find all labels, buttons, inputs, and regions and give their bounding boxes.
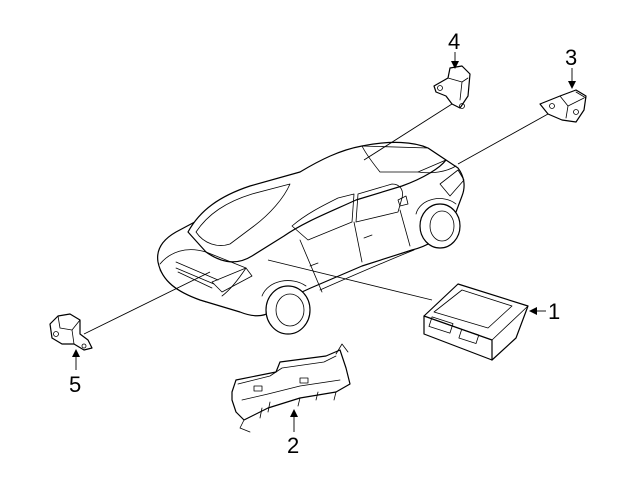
callout-label-1: 1	[548, 299, 560, 324]
leader-lines	[83, 103, 549, 335]
callout-label-3: 3	[565, 45, 577, 70]
callout-arrows	[72, 52, 576, 432]
callout-label-4: 4	[448, 29, 460, 54]
callout-label-2: 2	[287, 433, 299, 458]
mounting-bracket-part	[231, 343, 351, 433]
sedan-illustration	[157, 141, 465, 335]
sensor-part-5	[49, 313, 93, 351]
sensor-part-3	[539, 89, 587, 123]
control-module-part	[423, 283, 529, 361]
callout-label-5: 5	[69, 372, 81, 397]
sensor-part-4	[433, 65, 471, 109]
